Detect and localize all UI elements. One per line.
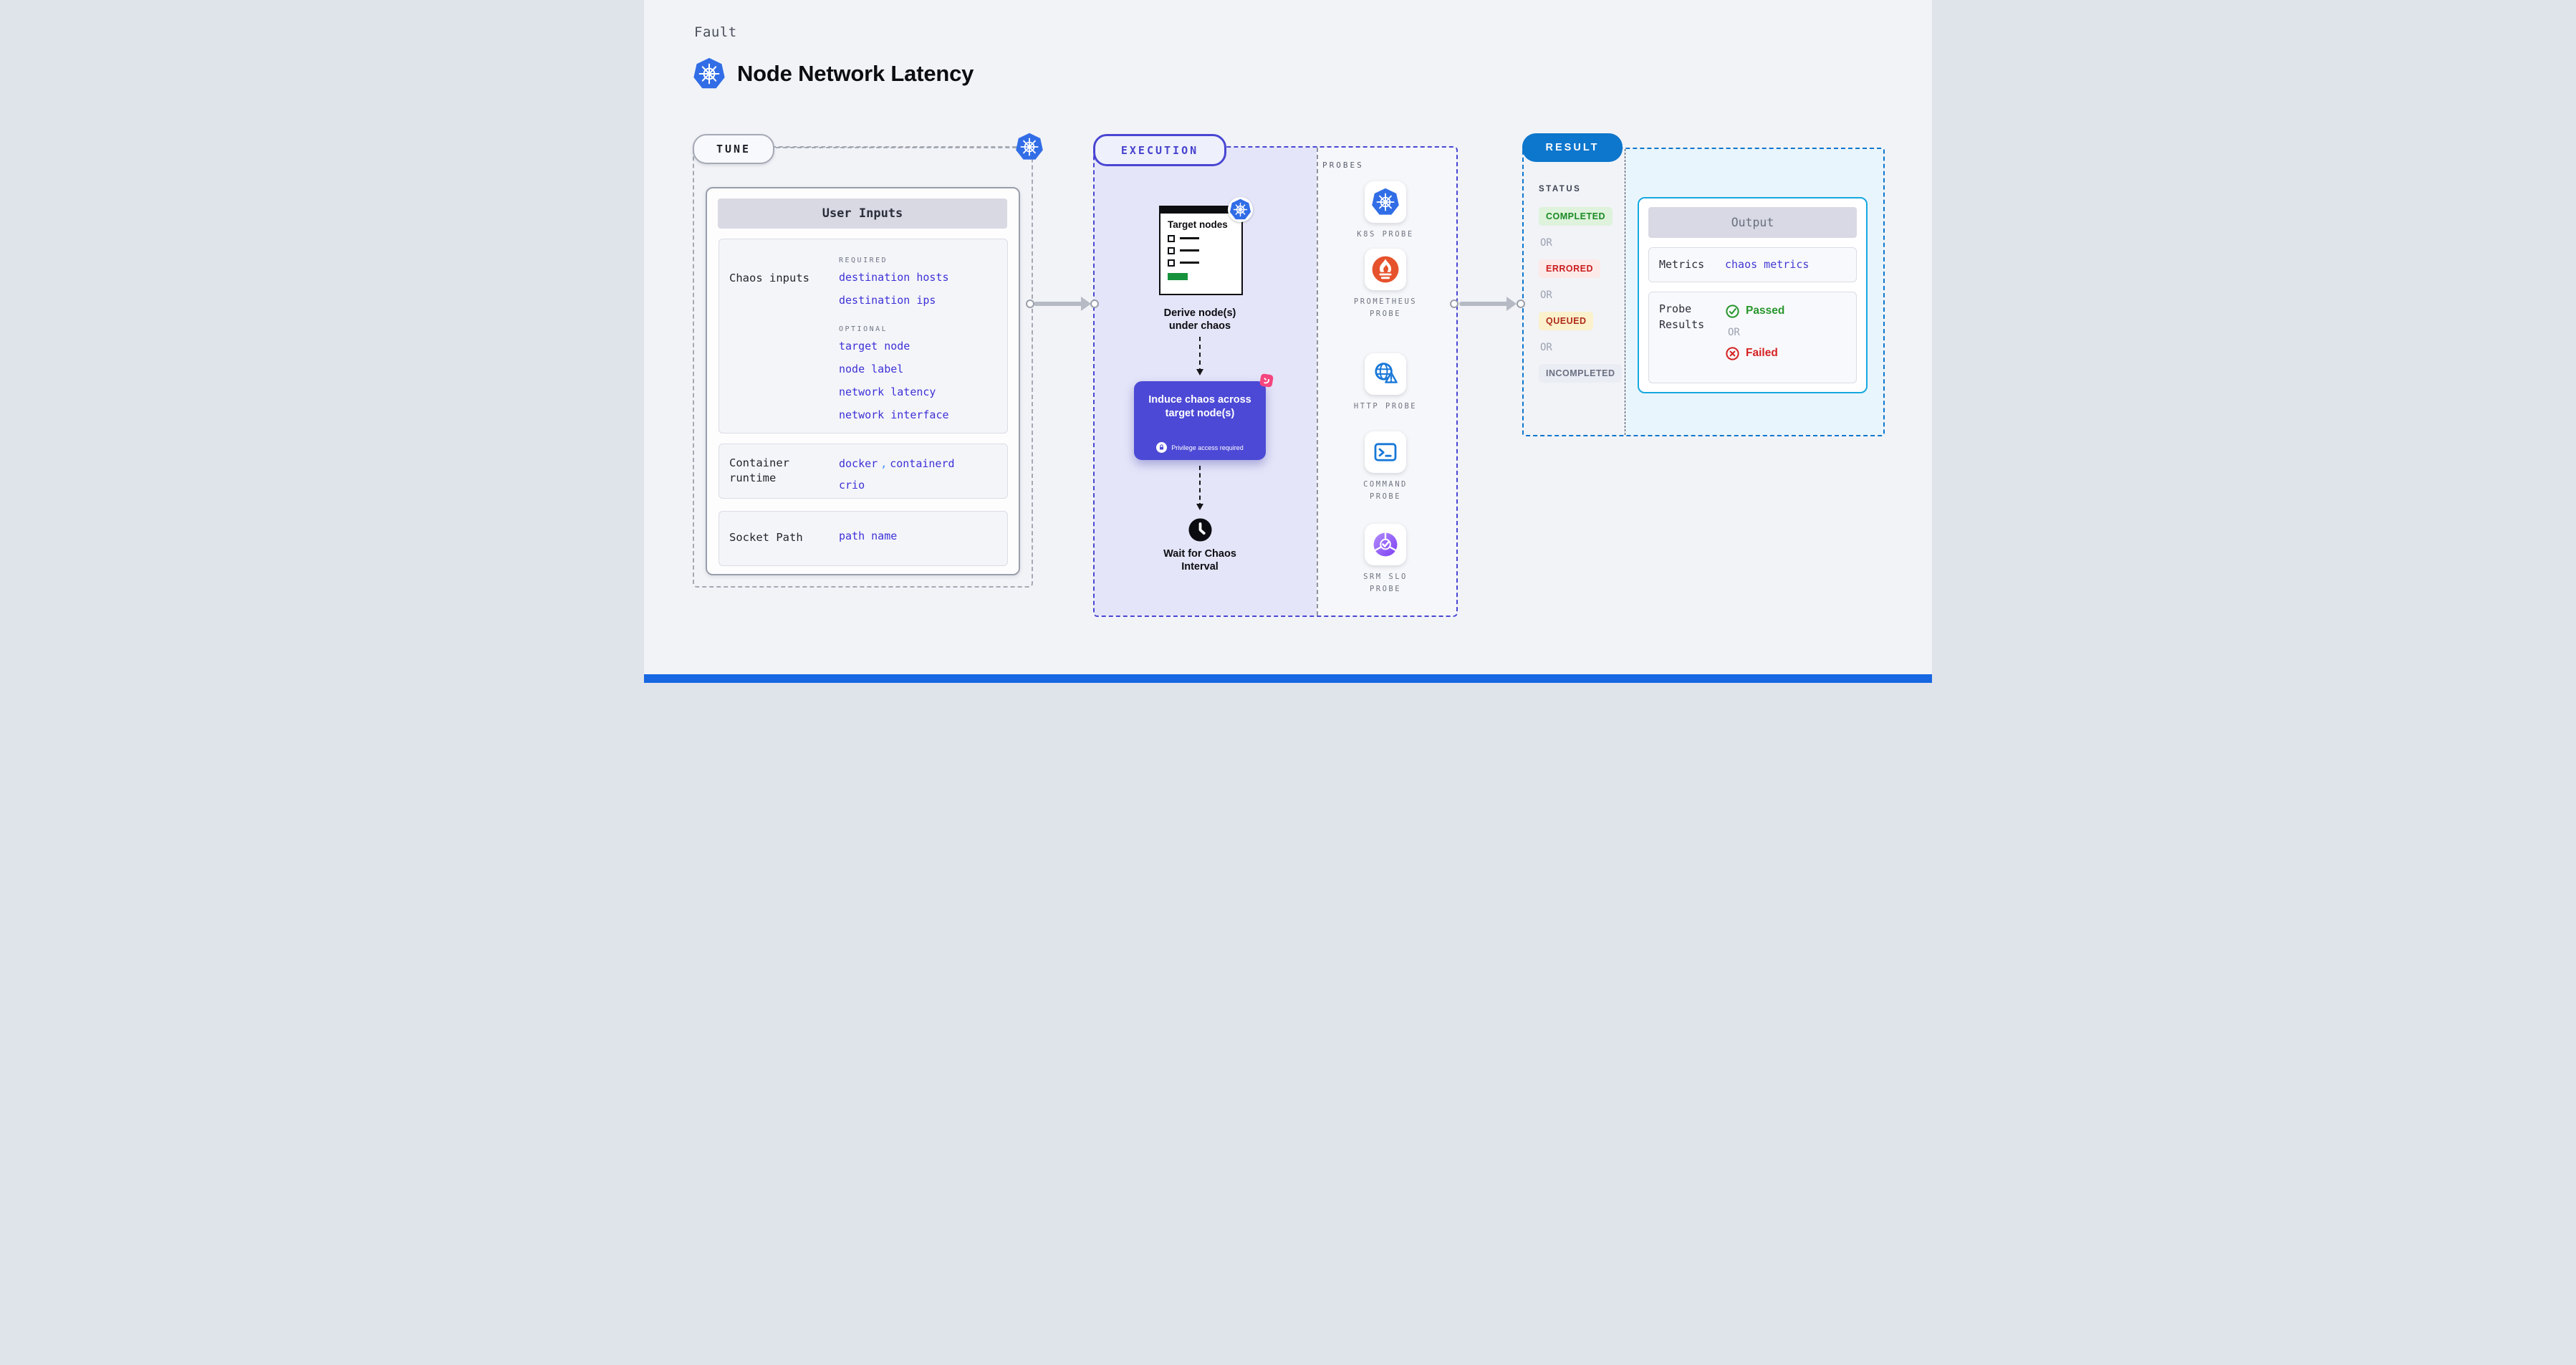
status-badge-incompleted: INCOMPLETED [1539, 364, 1623, 383]
probes-header: PROBES [1322, 161, 1364, 170]
http-probe-icon [1365, 353, 1406, 395]
result-badge: RESULT [1522, 133, 1623, 162]
cmd-probe-icon [1365, 431, 1406, 473]
chaos-input-link[interactable]: node label [839, 363, 904, 375]
or-label: OR [1540, 237, 1552, 249]
derive-nodes-label: Derive node(s) under chaos [1163, 307, 1236, 332]
kubernetes-icon [693, 57, 726, 90]
status-badge-queued: QUEUED [1539, 312, 1594, 330]
output-card: Output Metrics chaos metrics Probe Resul… [1638, 197, 1868, 393]
runtime-crio-link[interactable]: crio [839, 479, 865, 492]
probe-label: HTTP PROBE [1353, 402, 1418, 411]
execution-to-result-arrow [1448, 296, 1528, 311]
flow-down-arrow [1196, 337, 1203, 375]
srm-probe-icon [1365, 524, 1406, 565]
probe-results-row: Probe Results Passed OR Failed [1648, 291, 1857, 383]
diagram-canvas: Fault Node Network Latency TUNE User Inp… [644, 0, 1932, 683]
kubernetes-icon [1015, 133, 1044, 161]
flow-down-arrow [1196, 466, 1203, 510]
socket-path-box: Socket Path path name [719, 511, 1008, 566]
probe-failed-state: Failed [1725, 346, 1784, 361]
k8s-probe-icon [1365, 181, 1406, 223]
target-nodes-label: Target nodes [1168, 219, 1228, 230]
probe-label: COMMAND PROBE [1363, 480, 1408, 501]
page-title-row: Node Network Latency [693, 57, 974, 90]
chaos-input-link[interactable]: network interface [839, 408, 949, 421]
container-runtime-box: Container runtime docker,containerd crio [719, 444, 1008, 499]
connector-dot [1026, 300, 1034, 308]
metrics-label: Metrics [1659, 258, 1705, 271]
status-badge-errored: ERRORED [1539, 259, 1601, 278]
wait-for-chaos-label: Wait for Chaos Interval [1163, 548, 1236, 573]
chaos-input-link[interactable]: destination ips [839, 294, 936, 307]
socket-path-value-link[interactable]: path name [839, 530, 898, 542]
probe-passed-state: Passed [1725, 304, 1784, 319]
tune-badge: TUNE [693, 134, 774, 164]
probe-label: PROMETHEUS PROBE [1353, 297, 1418, 318]
fault-label: Fault [694, 24, 737, 40]
probe-item-k8s: K8S PROBE [1342, 181, 1428, 241]
probe-label: K8S PROBE [1357, 230, 1414, 239]
probe-item-http: HTTP PROBE [1342, 353, 1428, 413]
runtime-separator: , [880, 457, 888, 470]
kubernetes-icon [1228, 197, 1253, 222]
node-checklist-row [1160, 234, 1241, 247]
clock-icon [1188, 518, 1212, 542]
progress-bar [1168, 272, 1188, 280]
failed-label: Failed [1746, 347, 1778, 359]
probe-label: SRM SLO PROBE [1363, 573, 1408, 593]
runtime-containerd-link[interactable]: containerd [890, 457, 955, 470]
probe-results-label: Probe Results [1659, 302, 1705, 332]
runtime-docker-link[interactable]: docker [839, 457, 878, 470]
tune-section-border [693, 147, 1033, 588]
chaos-input-link[interactable]: target node [839, 340, 910, 353]
metrics-row: Metrics chaos metrics [1648, 247, 1857, 282]
execution-badge: EXECUTION [1093, 134, 1226, 166]
required-group-label: REQUIRED [839, 257, 888, 264]
privilege-access-label: Privilege access required [1171, 444, 1244, 451]
node-checklist-row [1160, 259, 1241, 272]
container-runtime-label: Container runtime [729, 456, 789, 484]
probe-item-srm: SRM SLO PROBE [1342, 524, 1428, 595]
output-header: Output [1648, 207, 1857, 238]
passed-label: Passed [1746, 305, 1785, 317]
or-label: OR [1728, 326, 1740, 338]
chaos-metrics-link[interactable]: chaos metrics [1725, 258, 1810, 272]
probe-item-prom: PROMETHEUS PROBE [1342, 249, 1428, 320]
connector-dot [1517, 300, 1525, 308]
user-inputs-card: User Inputs Chaos inputs REQUIRED destin… [706, 187, 1020, 575]
node-checklist-row [1160, 246, 1241, 259]
status-list: COMPLETED OR ERRORED OR QUEUED OR INCOMPLETED [1539, 207, 1623, 394]
optional-group-label: OPTIONAL [839, 325, 888, 333]
litmus-chaos-icon [1259, 373, 1274, 388]
tune-to-execution-arrow [1024, 296, 1102, 311]
prom-probe-icon [1365, 249, 1406, 290]
required-inputs-list: destination hosts destination ips [839, 271, 949, 307]
page-title: Node Network Latency [737, 61, 974, 86]
status-header: STATUS [1539, 185, 1582, 193]
connector-dot [1090, 300, 1099, 308]
induce-chaos-box: Induce chaos across target node(s) Privi… [1134, 373, 1274, 460]
connector-dot [1450, 300, 1458, 308]
chaos-input-link[interactable]: network latency [839, 385, 936, 398]
or-label: OR [1540, 342, 1552, 353]
optional-inputs-list: target node node label network latency netw… [839, 340, 949, 421]
status-badge-completed: COMPLETED [1539, 207, 1613, 226]
user-inputs-header: User Inputs [718, 198, 1007, 229]
induce-chaos-label: Induce chaos across target node(s) [1148, 394, 1251, 419]
privilege-access-row: Privilege access required [1134, 442, 1266, 453]
or-label: OR [1540, 289, 1552, 301]
x-circle-icon [1725, 346, 1740, 361]
check-circle-icon [1725, 304, 1740, 319]
probe-item-cmd: COMMAND PROBE [1342, 431, 1428, 503]
tune-dashed-connector [772, 146, 1017, 148]
lock-icon [1156, 442, 1168, 453]
bottom-accent-bar [644, 674, 1932, 683]
socket-path-label: Socket Path [729, 531, 803, 544]
chaos-input-link[interactable]: destination hosts [839, 271, 949, 284]
chaos-inputs-label: Chaos inputs [729, 272, 809, 284]
target-nodes-titlebar [1160, 207, 1241, 214]
target-nodes-card: Target nodes [1159, 197, 1253, 295]
